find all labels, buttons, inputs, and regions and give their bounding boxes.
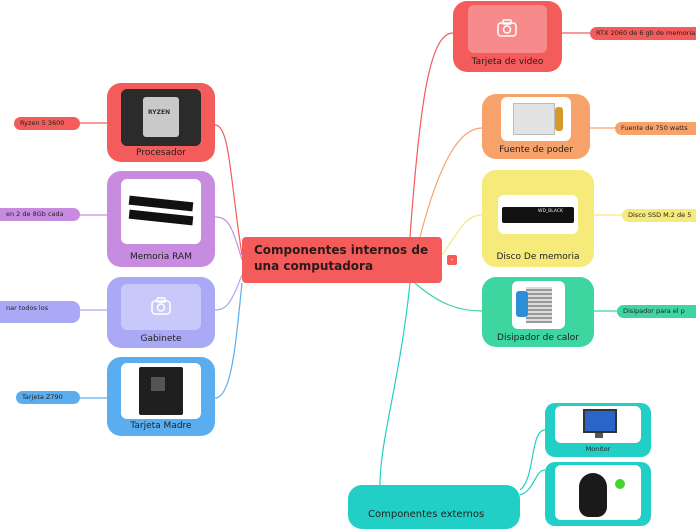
central-topic-line2: una computadora xyxy=(254,259,374,273)
node-tarjeta-video[interactable]: Tarjeta de video xyxy=(453,1,562,72)
leaf-procesador[interactable]: Ryzen 5 3600 xyxy=(14,117,80,130)
node-tarjeta-video-label: Tarjeta de video xyxy=(471,57,544,67)
central-topic-line1: Componentes internos de xyxy=(254,243,429,257)
node-disco-memoria[interactable]: WD_BLACK Disco De memoria xyxy=(482,170,594,267)
node-componentes-externos-label: Componentes externos xyxy=(368,509,485,520)
node-fuente-poder[interactable]: Fuente de poder xyxy=(482,94,590,159)
camera-icon xyxy=(151,297,171,315)
leaf-fuente-poder[interactable]: Fuente de 750 watts xyxy=(615,122,696,135)
ram-image xyxy=(121,179,201,244)
ssd-image: WD_BLACK xyxy=(498,195,578,234)
leaf-gabinete[interactable]: nar todos los xyxy=(0,301,80,323)
central-topic[interactable]: Componentes internos de una computadora xyxy=(242,237,442,283)
leaf-disipador[interactable]: Disipador para el p xyxy=(617,305,696,318)
node-fuente-poder-label: Fuente de poder xyxy=(499,145,573,155)
node-tarjeta-madre-label: Tarjeta Madre xyxy=(130,421,192,431)
image-placeholder xyxy=(121,284,201,330)
node-componentes-externos[interactable]: Componentes externos xyxy=(348,485,520,529)
leaf-memoria-ram[interactable]: en 2 de 8Gb cada xyxy=(0,208,80,221)
node-monitor-label: Monitor xyxy=(585,445,611,453)
motherboard-image xyxy=(121,363,201,419)
leaf-disco-memoria[interactable]: Disco SSD M.2 de 5 xyxy=(622,209,696,222)
node-procesador-label: Procesador xyxy=(136,148,186,158)
node-mouse[interactable] xyxy=(545,462,651,526)
mouse-image xyxy=(555,465,641,520)
collapse-toggle[interactable]: - xyxy=(447,255,457,265)
node-gabinete-label: Gabinete xyxy=(140,334,182,344)
node-tarjeta-madre[interactable]: Tarjeta Madre xyxy=(107,357,215,436)
psu-image xyxy=(501,97,571,141)
camera-icon xyxy=(497,19,517,37)
monitor-image xyxy=(555,406,641,443)
leaf-tarjeta-video[interactable]: RTX 2060 de 6 gb de memoria xyxy=(590,27,696,40)
image-placeholder xyxy=(468,5,547,53)
node-disipador-label: Disipador de calor xyxy=(497,333,579,343)
leaf-tarjeta-madre[interactable]: Tarjeta Z790 xyxy=(16,391,80,404)
node-memoria-ram-label: Memoria RAM xyxy=(130,252,192,262)
node-disco-memoria-label: Disco De memoria xyxy=(496,252,580,262)
node-gabinete[interactable]: Gabinete xyxy=(107,277,215,348)
node-disipador[interactable]: Disipador de calor xyxy=(482,277,594,347)
cpu-image: RYZEN xyxy=(121,89,201,146)
cooler-image xyxy=(512,281,565,329)
node-memoria-ram[interactable]: Memoria RAM xyxy=(107,171,215,267)
node-monitor[interactable]: Monitor xyxy=(545,403,651,457)
node-procesador[interactable]: RYZEN Procesador xyxy=(107,83,215,162)
